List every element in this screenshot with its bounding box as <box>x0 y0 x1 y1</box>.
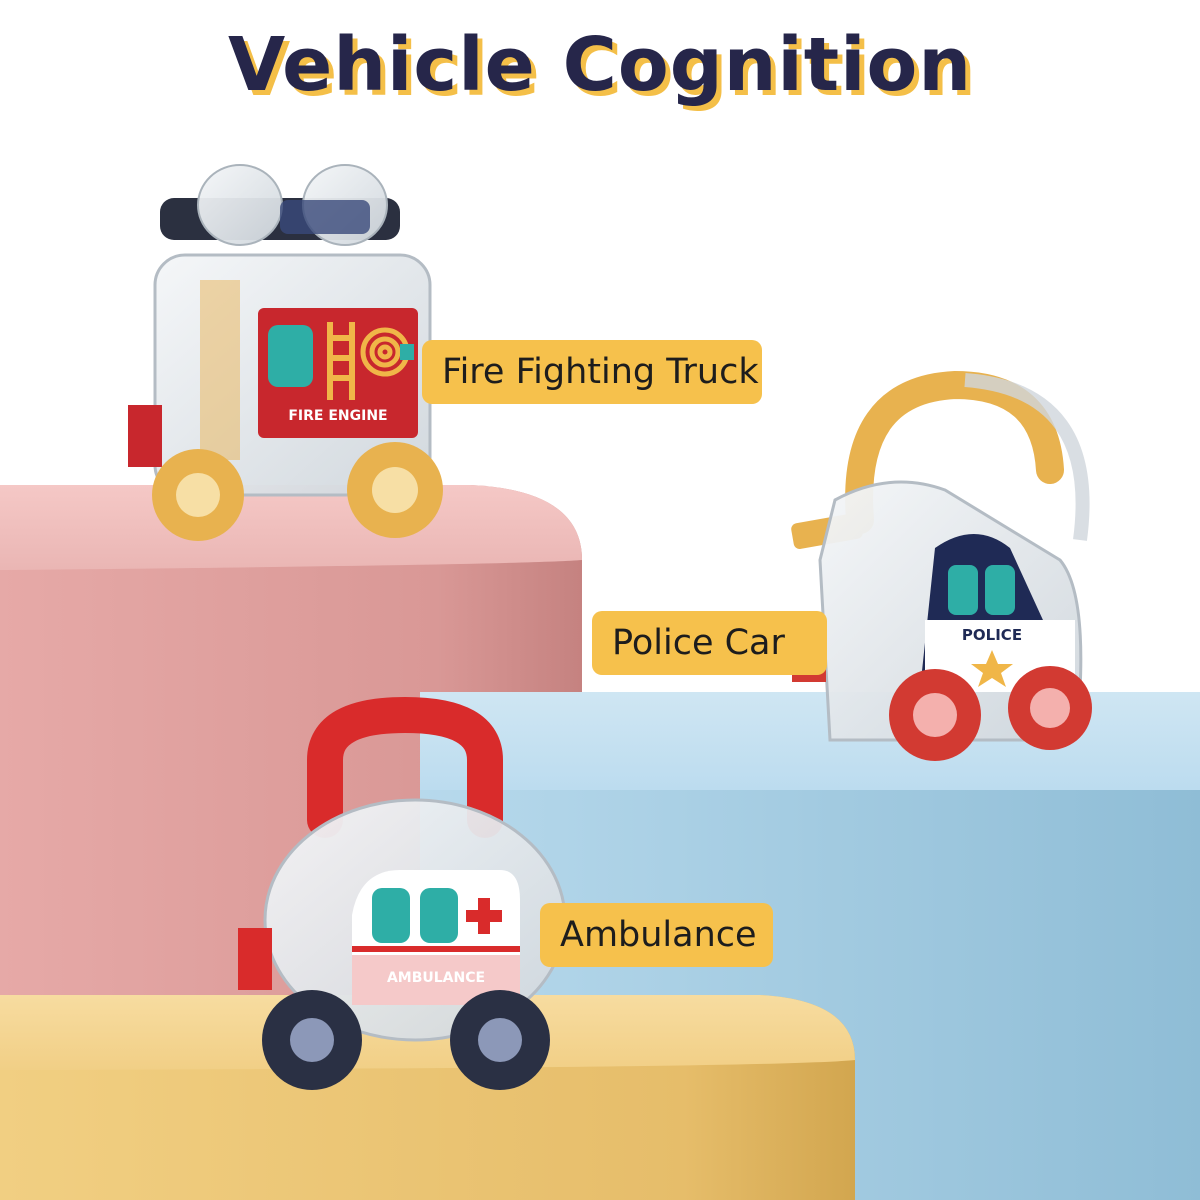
label-police-car: Police Car <box>592 611 827 675</box>
medical-cross-icon <box>466 898 502 934</box>
police-car-toy: POLICE <box>791 370 1092 761</box>
fire-truck-toy: FIRE ENGINE <box>128 164 443 541</box>
wheels <box>152 442 443 541</box>
ambulance-print: AMBULANCE <box>387 970 485 986</box>
fire-engine-print: FIRE ENGINE <box>288 408 387 424</box>
police-print: POLICE <box>962 626 1022 644</box>
page-title: Vehicle Cognition <box>227 22 973 108</box>
label-fire-fighting-truck: Fire Fighting Truck <box>422 340 762 404</box>
label-ambulance: Ambulance <box>540 903 773 967</box>
ladder-icon <box>327 322 355 400</box>
ambulance-toy: AMBULANCE <box>238 696 567 1090</box>
badge-icon <box>971 650 1013 687</box>
